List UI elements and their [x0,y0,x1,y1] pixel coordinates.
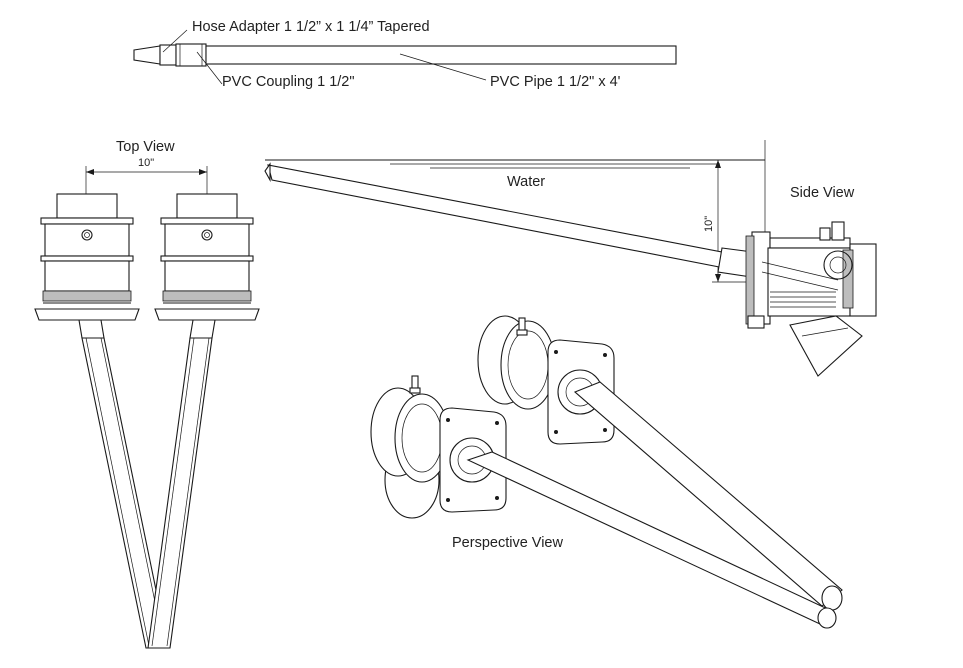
perspective-view-drawing [370,315,843,629]
top-view-jet-right [147,193,260,649]
perspective-jet-back [477,315,843,611]
adapter-collar [159,44,177,66]
pvc-pipe-label: PVC Pipe 1 1/2" x 4' [490,74,621,90]
perspective-view-title: Perspective View [452,535,563,551]
leader-hose-adapter [162,29,188,53]
top-view-spacing-label: 10" [138,157,155,169]
top-view-drawing [34,166,260,649]
side-view-outlet-elbow [789,315,863,377]
side-view-drawing [264,140,877,377]
leader-pipe [399,53,487,81]
perspective-pipe-back [573,381,843,607]
pvc-coupling-shape [175,43,207,67]
pvc-coupling-label: PVC Coupling 1 1/2" [222,74,355,90]
pvc-pipe-shape [205,45,677,65]
side-view-title: Side View [790,185,855,201]
side-view-depth-label: 10" [703,215,715,232]
hose-adapter-label: Hose Adapter 1 1/2” x 1 1/4” Tapered [192,19,430,35]
top-view-title: Top View [116,139,175,155]
parts-assembly [133,29,677,85]
hose-adapter-shape [133,45,161,65]
perspective-jet-front [370,375,837,629]
water-label: Water [507,174,546,190]
leader-coupling [196,51,223,85]
top-view-jet-left [34,193,169,649]
side-view-jet-body [745,221,877,377]
